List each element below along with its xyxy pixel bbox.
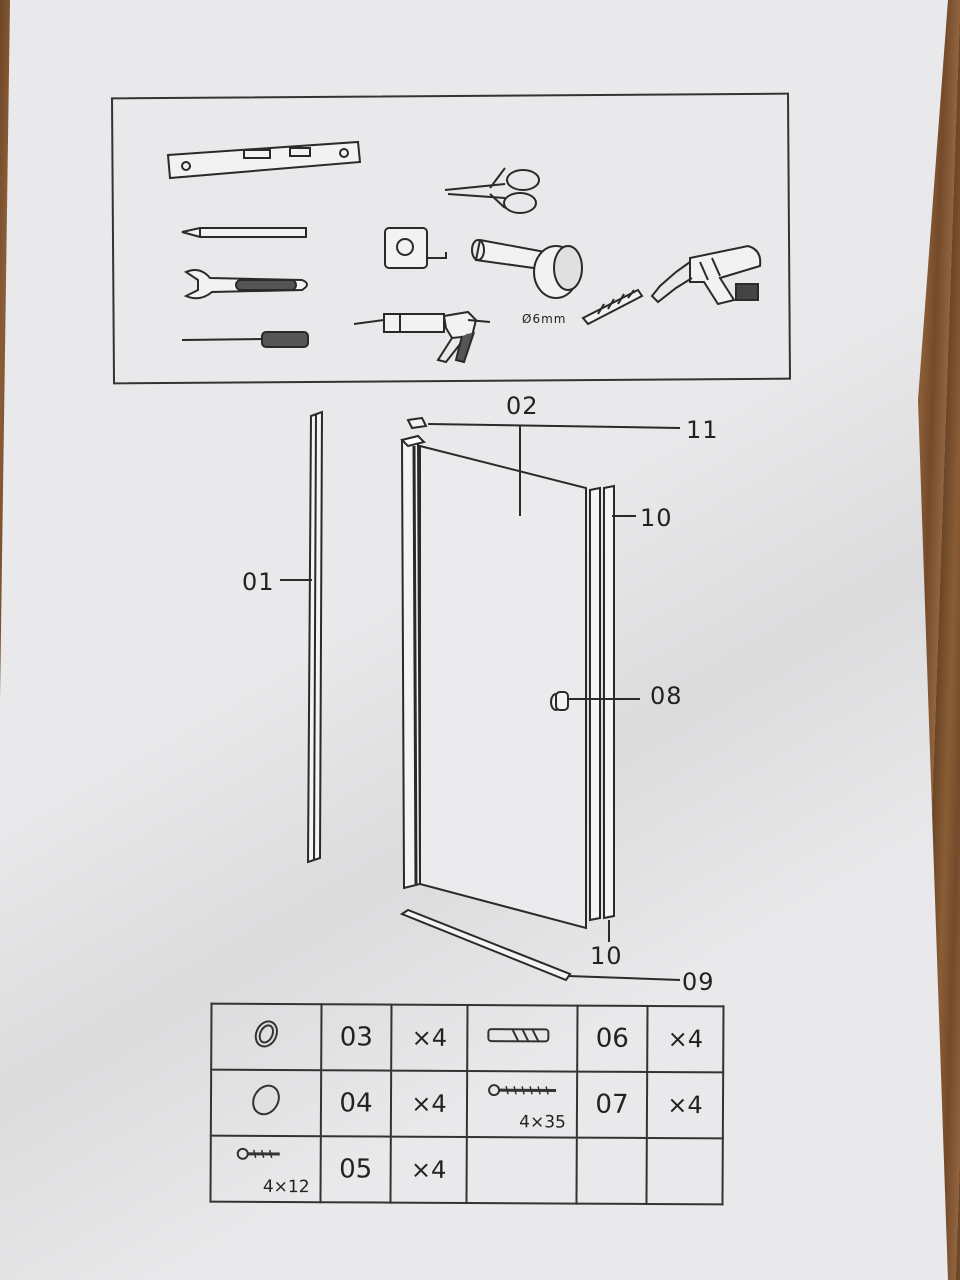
part-code: 06 — [577, 1005, 648, 1072]
scissors-icon — [444, 167, 540, 214]
part-code: 04 — [320, 1070, 392, 1137]
part-quantity: ×4 — [391, 1004, 468, 1072]
drill-bit-size-label: Ø6mm — [522, 312, 567, 326]
cap-part-11 — [406, 416, 428, 430]
part-label-10-bottom: 10 — [590, 942, 623, 970]
electric-drill-icon — [650, 244, 762, 306]
rubber-mallet-icon — [471, 238, 583, 299]
part-label-08: 08 — [650, 682, 683, 710]
bottom-seal-part-09 — [399, 908, 572, 982]
part-code: 03 — [321, 1004, 392, 1071]
part-label-10-top: 10 — [640, 504, 673, 532]
adjustable-wrench-icon — [183, 269, 308, 300]
empty-cell — [646, 1137, 723, 1205]
part-label-11: 11 — [686, 416, 719, 444]
drill-bit-icon — [581, 288, 644, 326]
table-row: 03 ×4 06 ×4 — [211, 1003, 724, 1073]
ring-cap-icon — [211, 1003, 322, 1071]
part-quantity: ×4 — [390, 1136, 467, 1203]
small-screw-size-label: 4×12 — [262, 1176, 310, 1198]
part-quantity: ×4 — [647, 1005, 724, 1073]
spirit-level-icon — [166, 140, 362, 180]
magnetic-seal-part-10 — [589, 484, 615, 922]
part-quantity: ×4 — [390, 1070, 468, 1137]
table-row: 04 ×4 4×35 07 ×4 — [210, 1069, 724, 1139]
small-screw-icon: 4×12 — [210, 1135, 321, 1203]
wall-plug-icon — [467, 1005, 578, 1072]
part-label-02: 02 — [506, 392, 539, 420]
hardware-parts-table: 03 ×4 06 ×4 04 ×4 4×35 07 ×4 4×12 05 ×4 — [209, 1003, 724, 1206]
round-cap-icon — [210, 1069, 322, 1137]
part-label-09: 09 — [682, 968, 715, 996]
empty-cell — [466, 1136, 577, 1204]
door-knob-part-08 — [550, 691, 569, 711]
part-code: 07 — [576, 1071, 648, 1138]
part-label-01: 01 — [242, 568, 275, 596]
pencil-icon — [181, 227, 307, 238]
part-quantity: ×4 — [646, 1071, 724, 1139]
table-row: 4×12 05 ×4 — [210, 1135, 723, 1205]
empty-cell — [576, 1137, 647, 1204]
glass-panel-part-02 — [419, 444, 587, 930]
screwdriver-icon — [181, 331, 309, 348]
door-exploded-diagram — [280, 410, 681, 982]
caulking-gun-icon — [353, 310, 491, 364]
wall-profile-part-01 — [306, 410, 324, 864]
screw-size-label: 4×35 — [519, 1112, 566, 1133]
tape-measure-icon — [384, 227, 447, 269]
part-code: 05 — [320, 1136, 391, 1203]
screw-icon: 4×35 — [466, 1071, 578, 1138]
